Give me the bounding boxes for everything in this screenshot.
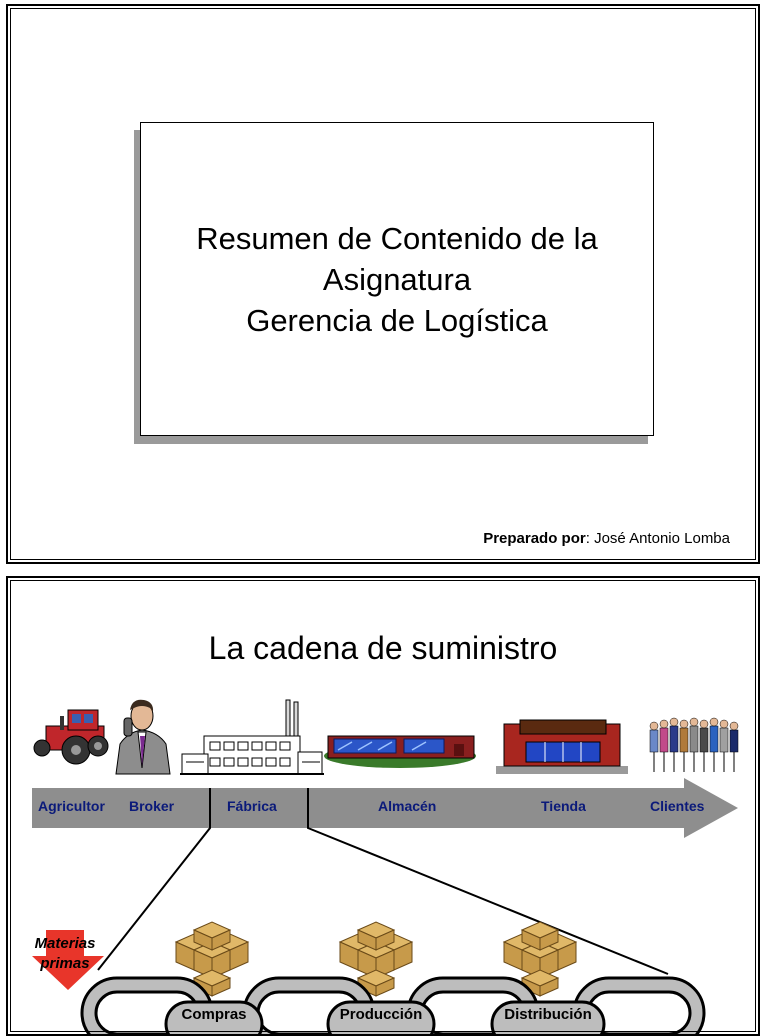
title-box: Resumen de Contenido de la Asignatura Ge… [140,122,654,436]
stage-label-agricultor: Agricultor [38,798,105,814]
supply-chain-diagram [32,699,739,1034]
chain-label-compras: Compras [181,1006,247,1023]
materias-primas-label: Materias primas [30,934,100,974]
zoom-line-left [97,788,211,971]
customers-group-icon [649,717,739,772]
title-line-1: Resumen de Contenido de la [196,220,598,256]
title-line-3: Gerencia de Logística [246,302,548,338]
slide-1: Resumen de Contenido de la Asignatura Ge… [6,4,760,564]
stage-label-tienda: Tienda [541,798,586,814]
warehouse-icon [324,735,476,768]
chain-label-produccion: Producción [339,1006,423,1023]
store-icon [496,719,628,774]
tractor-icon [33,709,109,765]
materias-primas-line-2: primas [40,955,90,972]
boxes-icon-compras [174,921,250,997]
supply-chain-arrow [32,778,738,838]
broker-person-icon [115,699,171,775]
stage-label-clientes: Clientes [650,798,705,814]
slide-2-title: La cadena de suministro [208,630,558,666]
materias-primas-arrow [32,930,104,990]
boxes-icon-produccion [338,921,414,997]
stage-label-broker: Broker [129,798,175,814]
prepared-by: Preparado por: José Antonio Lomba [483,530,730,547]
chain-label-distribucion: Distribución [504,1006,592,1023]
prepared-by-label: Preparado por [483,530,586,547]
prepared-by-separator: : [585,530,590,547]
factory-icon [180,699,324,775]
materias-primas-line-1: Materias [34,935,96,952]
boxes-icon-distribucion [502,921,578,997]
stage-label-almacen: Almacén [378,798,437,814]
title-line-2: Asignatura [322,261,472,297]
stage-label-fabrica: Fábrica [227,798,277,814]
slide-2: La cadena de suministro [6,576,760,1036]
prepared-by-name: José Antonio Lomba [594,530,730,547]
